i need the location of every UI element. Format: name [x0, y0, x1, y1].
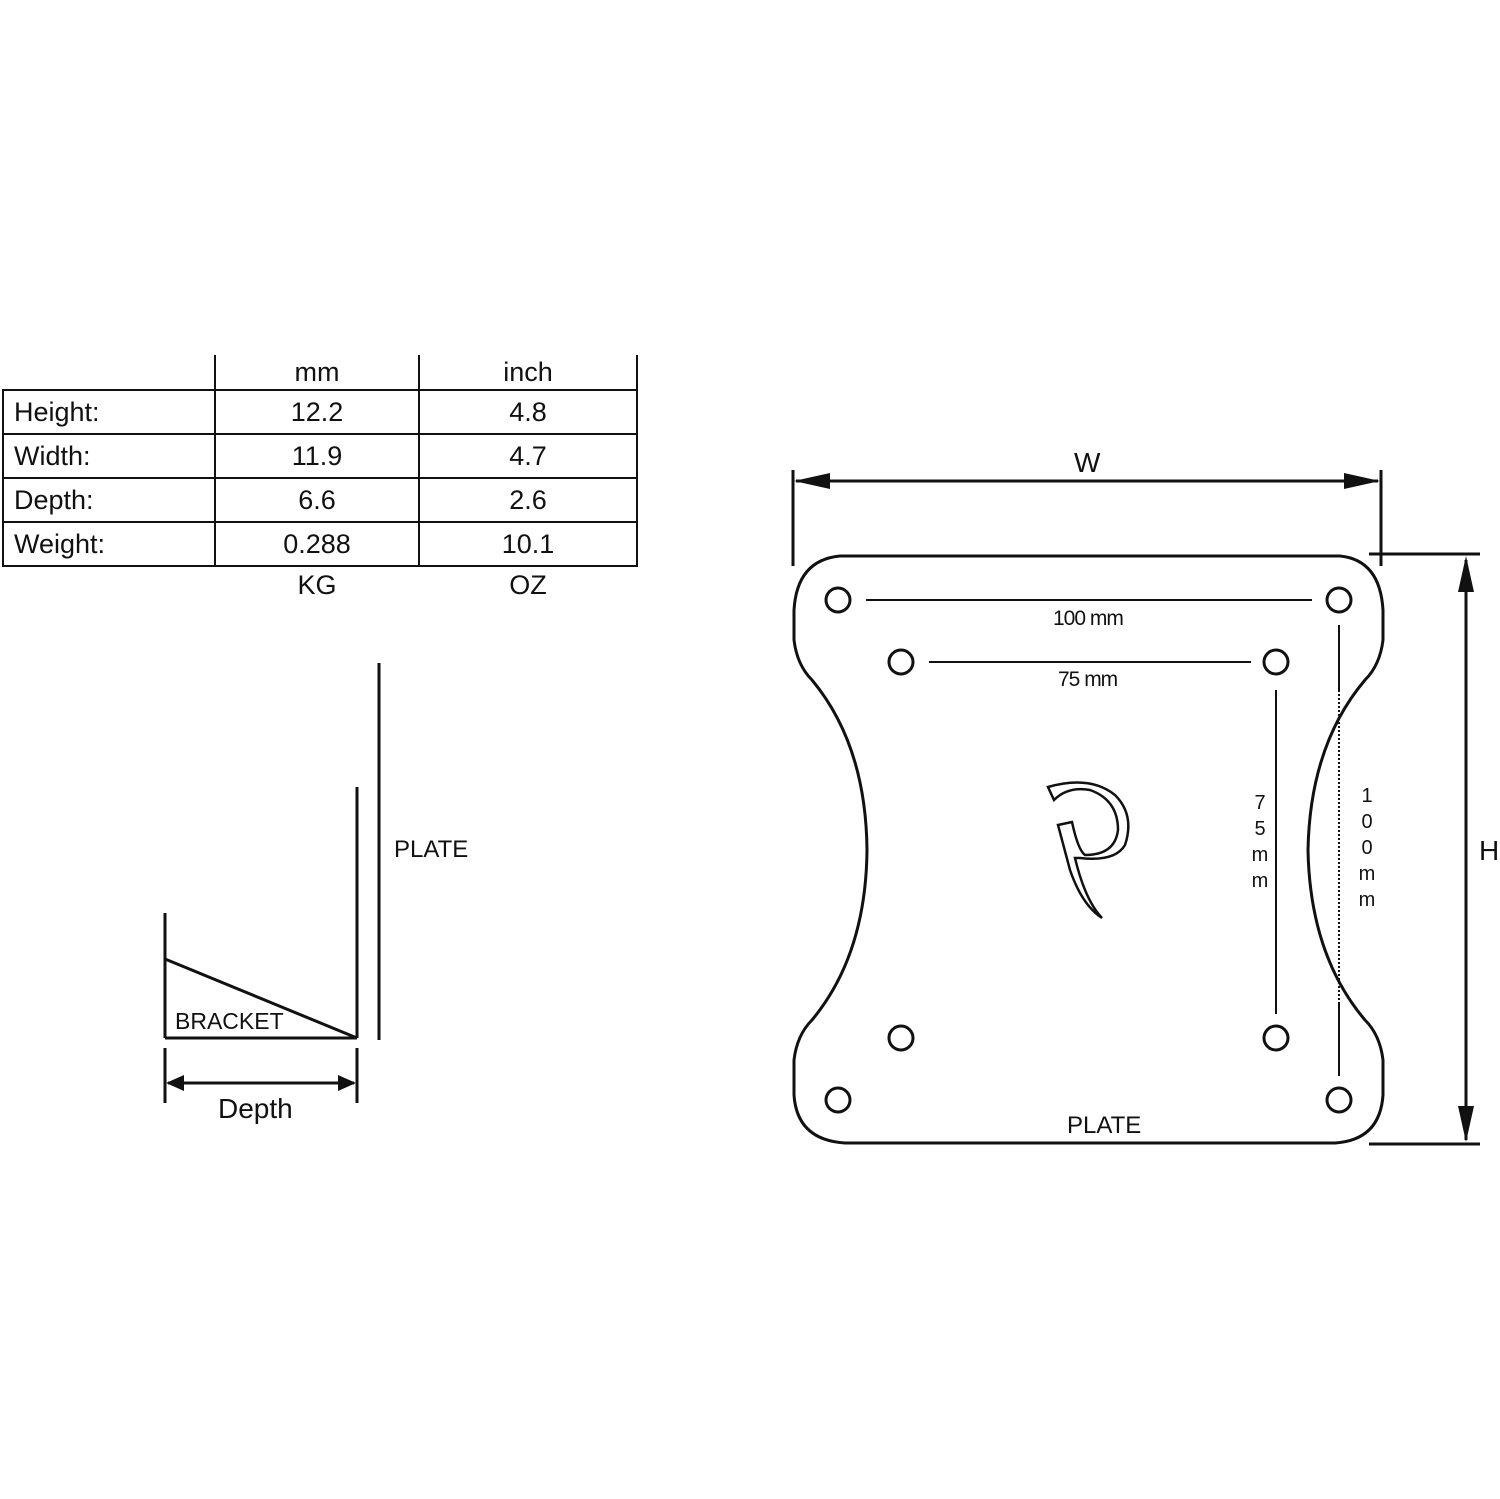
row-label: Weight: [2, 521, 216, 567]
spec-table: mm inch Height: 12.2 4.8 Width: 11.9 4.7… [2, 355, 638, 603]
row-metric: 11.9 [214, 433, 420, 479]
bracket-label: BRACKET [175, 1008, 284, 1034]
front-plate-label: PLATE [1067, 1112, 1142, 1139]
p-logo-icon [1046, 781, 1130, 920]
row-imperial: 10.1 [418, 521, 638, 567]
header-blank [3, 355, 216, 390]
row-imperial: 4.8 [418, 389, 638, 435]
spec-table-header: mm inch [3, 355, 638, 390]
header-inch: inch [418, 355, 638, 390]
header-mm: mm [214, 355, 420, 390]
table-row-height: Height: 12.2 4.8 [2, 389, 638, 435]
table-row-weight: Weight: 0.288 10.1 [2, 521, 638, 567]
vesa-100-vertical-label: 1 0 0 m m [1358, 785, 1376, 911]
row-label: Width: [2, 433, 216, 479]
row-metric: 0.288 [214, 521, 420, 567]
width-label: W [1074, 447, 1101, 478]
row-metric: 12.2 [214, 389, 420, 435]
unit-oz: OZ [509, 569, 547, 600]
front-view [791, 470, 1480, 1146]
row-label: Depth: [2, 477, 216, 523]
bracket-diagonal [164, 957, 358, 1040]
table-row-width: Width: 11.9 4.7 [2, 433, 638, 479]
table-row-depth: Depth: 6.6 2.6 [2, 477, 638, 523]
row-imperial: 2.6 [418, 477, 638, 523]
unit-kg: KG [297, 569, 337, 600]
depth-label: Depth [218, 1093, 293, 1124]
vesa-100-horizontal-label: 100 mm [1053, 607, 1124, 630]
row-metric: 6.6 [214, 477, 420, 523]
side-plate-label: PLATE [394, 836, 469, 863]
side-view [163, 663, 381, 1103]
row-imperial: 4.7 [418, 433, 638, 479]
vesa-75-vertical-label: 7 5 m m [1251, 792, 1269, 892]
height-label: H [1479, 835, 1500, 866]
plate-outline [792, 554, 1385, 1145]
row-label: Height: [2, 389, 216, 435]
vesa-75-horizontal-label: 75 mm [1058, 668, 1118, 691]
weight-units-row: KG OZ [3, 566, 637, 603]
